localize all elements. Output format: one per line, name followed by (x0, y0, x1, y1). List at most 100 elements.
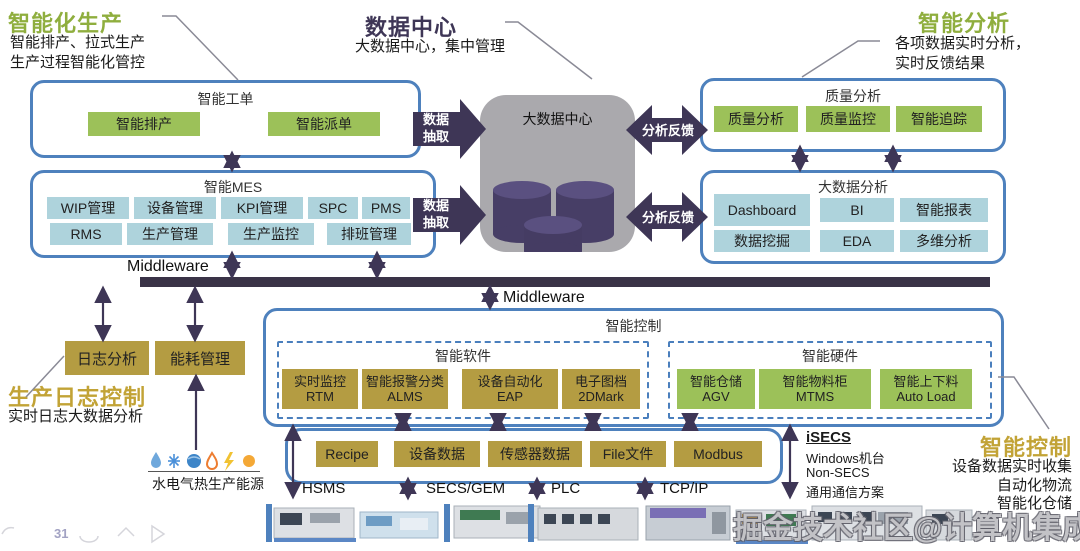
feedback-arrow-label-2: 分析反馈 (641, 210, 694, 225)
node-alms-l1: 智能报警分类 (365, 374, 444, 389)
smart-control-box-title: 智能控制 (605, 318, 662, 334)
node-auto-load-l2: Auto Load (896, 389, 956, 404)
annotation-smart-control-title: 智能控制 (979, 435, 1072, 460)
node-smart-dispatch: 智能派单 (268, 112, 380, 136)
protocol-secs-gem: SECS/GEM (426, 480, 506, 497)
node-mtms-l1: 智能物料柜 (782, 374, 848, 389)
smart-software-title: 智能软件 (435, 348, 491, 364)
node-bi: BI (820, 198, 894, 222)
datacenter-label: 大数据中心 (522, 111, 593, 127)
node-recipe: Recipe (316, 441, 378, 467)
data-extract-arrow-label-1: 数据 抽取 (414, 111, 458, 145)
isecs-line2: Non-SECS (806, 465, 870, 480)
work-order-box-title: 智能工单 (197, 91, 254, 107)
node-agv-l1: 智能仓储 (689, 374, 742, 389)
isecs-title: iSECS (806, 429, 852, 446)
node-sensor-data: 传感器数据 (488, 441, 582, 467)
node-equipment-mgmt: 设备管理 (134, 197, 216, 219)
node-2dmark-l1: 电子图档 (574, 374, 627, 389)
node-modbus: Modbus (674, 441, 762, 467)
annotation-smart-production-line2: 生产过程智能化管控 (10, 54, 146, 71)
node-multidim-analysis: 多维分析 (900, 230, 988, 252)
node-alms-l2: ALMS (387, 389, 423, 404)
water-drop-icon (151, 452, 161, 468)
annotation-smart-analysis-title: 智能分析 (918, 11, 1011, 36)
node-eda: EDA (820, 230, 894, 252)
energy-icons (151, 451, 255, 471)
node-production-mgmt: 生产管理 (127, 223, 213, 245)
node-2dmark-l2: 2DMark (578, 389, 624, 404)
node-smart-report: 智能报表 (900, 198, 988, 222)
globe-icon (187, 454, 201, 468)
chevron-icon (117, 526, 135, 537)
node-log-analysis: 日志分析 (65, 341, 149, 375)
node-mtms-l2: MTMS (795, 389, 835, 404)
node-rtm-l2: RTM (306, 389, 334, 404)
node-agv-l2: AGV (702, 389, 730, 404)
energy-underline (148, 471, 260, 472)
isecs-line3: 通用通信方案 (806, 485, 885, 500)
node-rtm-l1: 实时监控 (293, 374, 346, 389)
node-file: File文件 (590, 441, 666, 467)
annotation-smart-production-title: 智能化生产 (8, 11, 124, 36)
node-equipment-data: 设备数据 (394, 441, 480, 467)
energy-label: 水电气热生产能源 (152, 476, 264, 492)
node-energy-mgmt: 能耗管理 (155, 341, 245, 375)
node-smart-scheduling: 智能排产 (88, 112, 200, 136)
snowflake-icon (168, 454, 180, 468)
sun-icon (243, 455, 255, 467)
annotation-data-center-title: 数据中心 (365, 15, 458, 40)
faint-toolbar-icons (1, 524, 166, 544)
annotation-smart-control-line2: 自动化物流 (996, 477, 1072, 494)
datacenter-box: 大数据中心 (480, 95, 635, 252)
annotation-smart-analysis-line1: 各项数据实时分析， (895, 35, 1031, 52)
node-pms: PMS (362, 197, 410, 219)
node-spc: SPC (308, 197, 358, 219)
node-quality-analysis: 质量分析 (714, 106, 798, 132)
undo-arc-icon (1, 526, 15, 535)
node-rms: RMS (50, 223, 122, 245)
node-auto-load-l1: 智能上下料 (893, 374, 959, 389)
middleware-bar (140, 277, 990, 287)
page-number-hint: 31 (54, 526, 69, 541)
node-dashboard-label: Dashboard (727, 201, 797, 218)
node-eap-l2: EAP (496, 389, 523, 404)
isecs-line1: Windows机台 (806, 451, 885, 466)
node-data-mining: 数据挖掘 (714, 230, 810, 252)
data-extract-arrow-label-2: 数据 抽取 (414, 197, 458, 231)
flame-icon (205, 451, 219, 470)
annotation-smart-control-line3: 智能化仓储 (996, 495, 1072, 512)
annotation-data-center-subtitle: 大数据中心，集中管理 (355, 38, 506, 55)
extract1-l2: 抽取 (422, 129, 449, 144)
node-shift-mgmt: 排班管理 (327, 223, 411, 245)
ellipse-icon (79, 535, 99, 543)
mes-box-title: 智能MES (203, 179, 263, 195)
middleware-label-center: Middleware (503, 289, 585, 306)
node-dashboard: Dashboard (714, 194, 810, 226)
node-kpi-mgmt: KPI管理 (221, 197, 303, 219)
smart-hardware-title: 智能硬件 (802, 348, 858, 364)
annotation-smart-production-line1: 智能排产、拉式生产 (10, 34, 146, 51)
middleware-label-left: Middleware (127, 258, 209, 275)
node-smart-trace: 智能追踪 (896, 106, 982, 132)
protocol-hsms: HSMS (302, 480, 346, 497)
lightning-icon (224, 452, 234, 471)
bigdata-analysis-box-title: 大数据分析 (818, 179, 888, 195)
annotation-smart-control-line1: 设备数据实时收集 (951, 458, 1072, 475)
annotation-smart-analysis-line2: 实时反馈结果 (895, 55, 986, 72)
extract2-l2: 抽取 (422, 215, 449, 230)
annotation-production-log-subtitle: 实时日志大数据分析 (8, 408, 144, 425)
feedback-arrow-label-1: 分析反馈 (641, 123, 694, 138)
extract2-l1: 数据 (422, 198, 449, 213)
quality-box-title: 质量分析 (825, 88, 881, 104)
protocol-tcp-ip: TCP/IP (660, 480, 709, 497)
protocol-plc: PLC (551, 480, 581, 497)
